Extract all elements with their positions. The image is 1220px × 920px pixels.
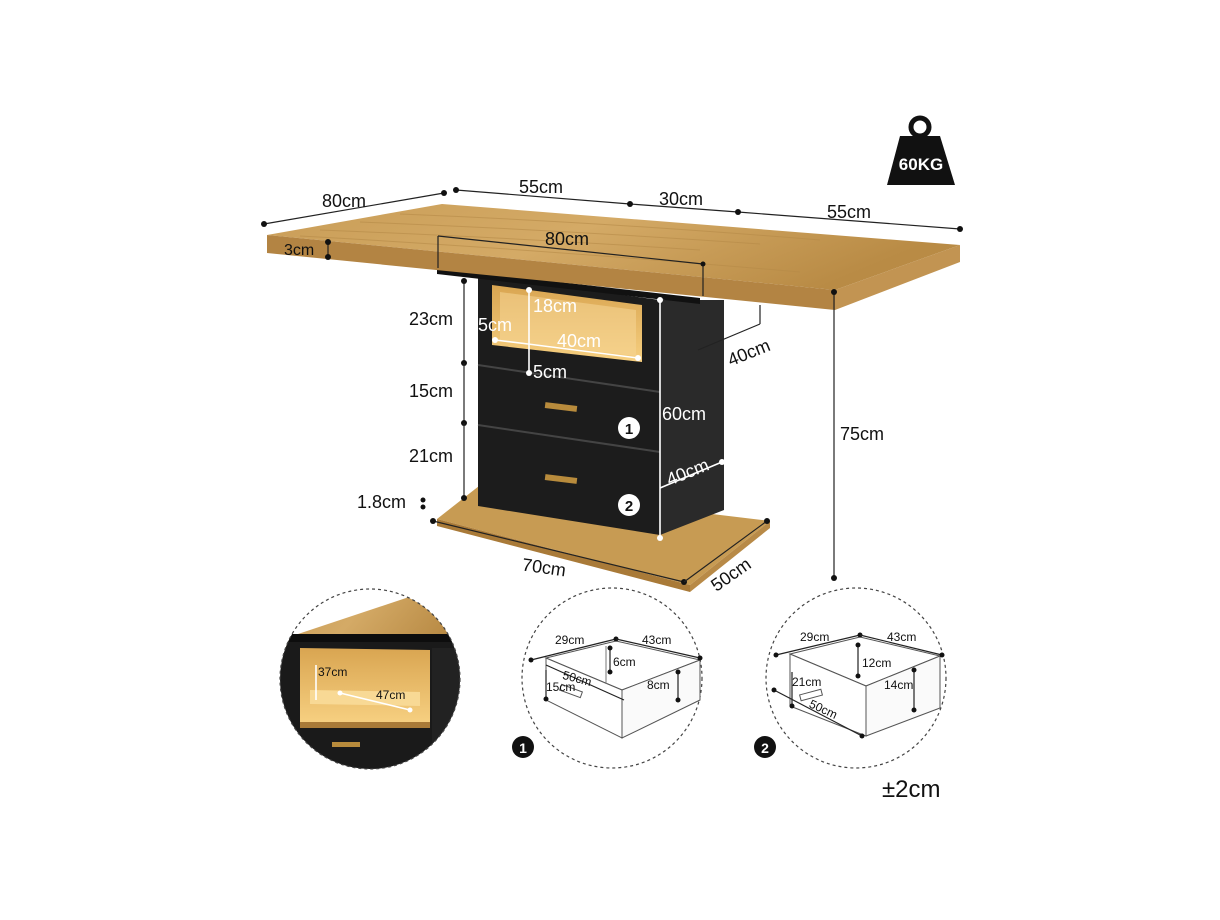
drawer2-handle [544,474,578,484]
drawer2-detail: 2 [754,587,947,769]
d1-inner-height-label: 6cm [613,655,636,669]
d1-side-height-label: 8cm [647,678,670,692]
leaf-middle-label: 30cm [659,189,703,209]
drawer2-height-label: 21cm [409,446,453,466]
drawer2-badge: 2 [618,494,640,516]
cabinet-body: 1 2 [477,275,724,535]
cabinet-dimensions [420,278,770,585]
d2-front-height-label: 21cm [792,675,821,689]
leaf-left-label: 55cm [519,177,563,197]
weight-icon: 60KG [887,115,955,185]
opening-width-label: 40cm [557,331,601,351]
svg-text:1: 1 [625,421,633,438]
drawer2-detail-num: 2 [761,740,769,756]
opening-side-label: 5cm [478,315,512,335]
opening-height-label: 18cm [533,296,577,316]
svg-text:2: 2 [625,498,633,515]
inset-width-label: 47cm [376,688,405,702]
drawer1-handle [544,402,578,412]
top-section-label: 23cm [409,309,453,329]
d1-side-length-label: 43cm [642,633,671,647]
body-height-label: 60cm [662,404,706,424]
inset-light-detail [279,588,461,770]
drawer1-height-label: 15cm [409,381,453,401]
opening-bottom-label: 5cm [533,362,567,382]
inset-height-label: 37cm [318,665,347,679]
top-depth-right-label: 40cm [725,335,773,370]
d1-front-height-label: 15cm [546,680,575,694]
leaf-right-label: 55cm [827,202,871,222]
drawer1-badge: 1 [618,417,640,439]
thickness-label: 3cm [284,242,314,259]
d2-side-height-label: 14cm [884,678,913,692]
d2-front-width-label: 29cm [800,630,829,644]
base-width-label: 70cm [521,554,567,580]
weight-label: 60KG [899,155,943,174]
tabletop-depth-label: 80cm [322,191,366,211]
d1-front-width-label: 29cm [555,633,584,647]
tabletop [267,204,960,310]
center-width-label: 80cm [545,229,589,249]
d2-inner-height-label: 12cm [862,656,891,670]
base-thickness-label: 1.8cm [357,492,406,512]
drawer1-detail-num: 1 [519,740,527,756]
table-height-label: 75cm [840,424,884,444]
tabletop-dimensions [261,187,963,581]
d2-side-length-label: 43cm [887,630,916,644]
tolerance-note: ±2cm [882,776,941,803]
support-rail [437,268,700,304]
drawer1-detail: 1 [512,587,703,769]
